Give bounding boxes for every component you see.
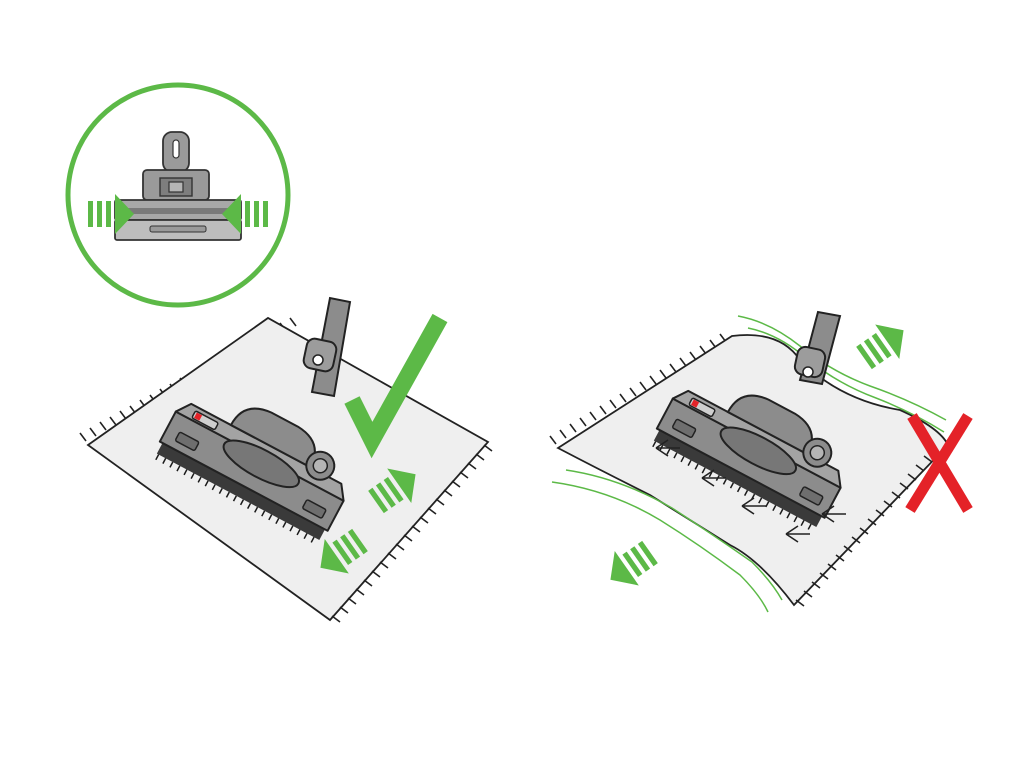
incorrect-usage-panel bbox=[549, 310, 973, 613]
inset-panel bbox=[65, 82, 291, 308]
arrow-rug-forward-icon bbox=[851, 313, 916, 376]
rug-pull-marks bbox=[655, 439, 846, 543]
rug-fringe-bottom-right-right-panel bbox=[795, 446, 941, 607]
arrow-rug-back-icon bbox=[598, 534, 663, 597]
rug-fringe-bottom-right bbox=[331, 444, 493, 623]
checkmark-icon bbox=[344, 313, 448, 459]
correct-usage-panel bbox=[79, 296, 493, 623]
rug-movement-lines bbox=[551, 315, 947, 613]
cross-icon bbox=[905, 413, 973, 513]
